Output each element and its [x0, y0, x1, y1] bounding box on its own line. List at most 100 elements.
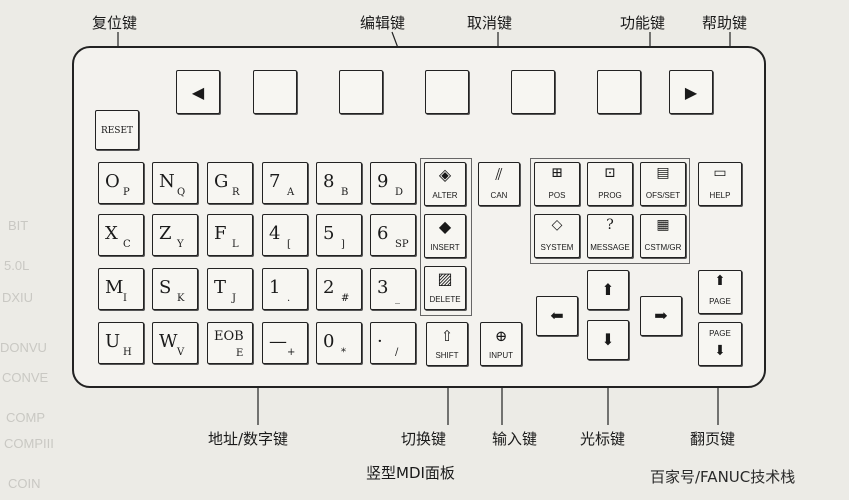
cursor-up-icon: ⬆	[601, 280, 615, 299]
address-key-main: Z	[159, 223, 172, 244]
eob-key[interactable]: EOB E	[207, 322, 253, 364]
callout-cancel-key: 取消键	[467, 14, 513, 32]
address-key[interactable]: 1.	[262, 268, 308, 310]
delete-icon: ▨	[437, 269, 453, 288]
address-key-main: 2	[323, 277, 335, 298]
cursor-left-key[interactable]: ⬅	[536, 296, 578, 336]
message-key-label: MESSAGE	[590, 243, 630, 252]
address-key-main: S	[159, 277, 172, 298]
address-key-sub: P	[123, 187, 130, 198]
ofs-set-key-label: OFS/SET	[645, 191, 681, 200]
address-key-main: ·	[377, 331, 383, 352]
softkey-left-arrow[interactable]: ◀	[176, 70, 220, 114]
prog-icon: ⊡	[604, 165, 616, 181]
delete-key[interactable]: ▨ DELETE	[424, 266, 466, 310]
system-key-label: SYSTEM	[540, 243, 574, 252]
alter-key[interactable]: ◈ ALTER	[424, 162, 466, 206]
address-key-main: O	[105, 171, 120, 192]
input-key-label: INPUT	[489, 351, 513, 360]
callout-cursor-keys: 光标键	[580, 430, 626, 448]
address-key-main: W	[159, 331, 178, 352]
alter-key-label: ALTER	[432, 191, 458, 200]
address-key-sub: J	[232, 293, 237, 304]
address-key-sub: L	[232, 239, 239, 250]
address-key[interactable]: 2#	[316, 268, 362, 310]
eob-key-label: EOB	[214, 329, 244, 344]
address-key[interactable]: —+	[262, 322, 308, 364]
address-key-sub: [	[287, 239, 291, 250]
page-up-key[interactable]: ⬆ PAGE	[698, 270, 742, 314]
address-key-sub: C	[123, 239, 131, 250]
address-key-sub: SP	[395, 239, 409, 250]
address-key[interactable]: 5]	[316, 214, 362, 256]
cstm-gr-key[interactable]: ▦ CSTM/GR	[640, 214, 686, 258]
softkey-5[interactable]	[597, 70, 641, 114]
address-key[interactable]: 0*	[316, 322, 362, 364]
address-key-sub: I	[123, 293, 127, 304]
address-key-sub: H	[123, 347, 132, 358]
address-key-sub: D	[395, 187, 404, 198]
can-key[interactable]: ⫽ CAN	[478, 162, 520, 206]
graph-icon: ▦	[656, 217, 670, 233]
softkey-1[interactable]	[253, 70, 297, 114]
shift-key[interactable]: ⇧ SHIFT	[426, 322, 468, 366]
address-key-main: U	[105, 331, 121, 352]
address-key[interactable]: 4[	[262, 214, 308, 256]
address-key-main: X	[105, 223, 118, 244]
softkey-3[interactable]	[425, 70, 469, 114]
address-key-main: 1	[269, 277, 281, 298]
reset-key[interactable]: RESET	[95, 110, 139, 150]
softkey-4[interactable]	[511, 70, 555, 114]
ofs-set-key[interactable]: ▤ OFS/SET	[640, 162, 686, 206]
cstm-gr-key-label: CSTM/GR	[644, 243, 682, 252]
insert-key[interactable]: ◆ INSERT	[424, 214, 466, 258]
watermark: 百家号/FANUC技术栈	[650, 468, 796, 486]
shift-icon: ⇧	[440, 327, 454, 345]
prog-key[interactable]: ⊡ PROG	[587, 162, 633, 206]
cursor-up-key[interactable]: ⬆	[587, 270, 629, 310]
address-key-main: 7	[269, 171, 281, 192]
page-down-key[interactable]: PAGE ⬇	[698, 322, 742, 366]
system-icon: ◇	[551, 217, 563, 233]
input-key[interactable]: ⊕ INPUT	[480, 322, 522, 366]
address-key[interactable]: ·/	[370, 322, 416, 364]
cursor-down-icon: ⬇	[601, 330, 615, 349]
softkey-right-arrow[interactable]: ▶	[669, 70, 713, 114]
page-down-key-label: PAGE	[709, 329, 731, 338]
address-key-sub: Y	[177, 239, 184, 250]
message-key[interactable]: ? MESSAGE	[587, 214, 633, 258]
pos-key[interactable]: ⊞ POS	[534, 162, 580, 206]
system-key[interactable]: ◇ SYSTEM	[534, 214, 580, 258]
help-key[interactable]: ▭ HELP	[698, 162, 742, 206]
page-up-key-label: PAGE	[709, 297, 731, 306]
function-key-group	[530, 158, 690, 264]
message-icon: ?	[606, 217, 614, 233]
cursor-right-key[interactable]: ➡	[640, 296, 682, 336]
eob-key-sub: E	[236, 348, 244, 359]
address-key-main: 9	[377, 171, 389, 192]
softkey-2[interactable]	[339, 70, 383, 114]
address-key[interactable]: 3_	[370, 268, 416, 310]
address-key-main: 8	[323, 171, 335, 192]
page-down-icon: ⬇	[714, 343, 726, 359]
cursor-down-key[interactable]: ⬇	[587, 320, 629, 360]
address-key-main: F	[214, 223, 227, 244]
right-arrow-icon: ▶	[684, 83, 698, 102]
callout-input-key: 输入键	[492, 430, 538, 448]
address-key-main: N	[159, 171, 175, 192]
